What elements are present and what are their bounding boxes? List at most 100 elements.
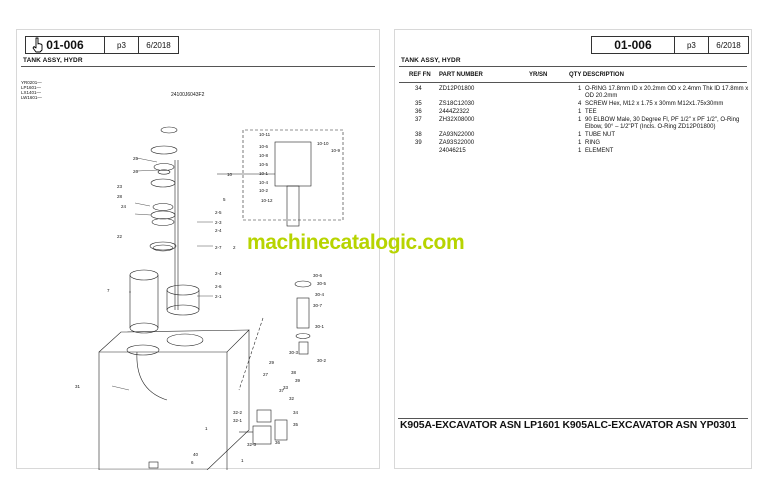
callout-24: 24 — [121, 204, 127, 209]
row-description: SCREW Hex, M12 x 1.75 x 30mm M12x1.75x30… — [585, 101, 724, 107]
callout-35: 35 — [293, 422, 299, 427]
callout-10-2: 10-2 — [259, 188, 269, 193]
left-catalog-page: 01-006 p3 6/2018 TANK ASSY, HYDR YR0201—… — [16, 29, 380, 470]
callout-32-2: 32-2 — [233, 410, 243, 415]
row-part-number: ZA93N22000 — [439, 132, 475, 138]
left-page-header: 01-006 p3 6/2018 — [25, 36, 179, 54]
callout-30-7: 30-7 — [313, 303, 323, 308]
callout-34: 34 — [293, 410, 299, 415]
callout-36: 36 — [275, 440, 281, 445]
parts-table-header: REF FN PART NUMBER YR/SN QTY DESCRIPTION — [395, 72, 753, 82]
col-qty-description: QTY DESCRIPTION — [569, 72, 624, 78]
row-description: TEE — [585, 109, 597, 115]
left-page-title: TANK ASSY, HYDR — [23, 57, 83, 64]
row-qty: 1 — [578, 86, 582, 92]
row-part-number: 24046215 — [439, 148, 466, 154]
callout-2-6: 2-6 — [215, 284, 222, 289]
row-ref: 35 — [415, 101, 422, 107]
callout-10-4: 10-4 — [259, 180, 269, 185]
callout-22: 22 — [117, 234, 123, 239]
callout-37: 37 — [279, 388, 285, 393]
callout-10-9: 10-9 — [331, 148, 341, 153]
callout-2-7: 2-7 — [215, 245, 222, 250]
callout-30-1: 30-1 — [315, 324, 325, 329]
right-page-title: TANK ASSY, HYDR — [401, 57, 461, 64]
callout-2-4a: 2-4 — [215, 228, 222, 233]
page-date: 6/2018 — [716, 40, 741, 50]
callout-10-11: 10-11 — [259, 132, 271, 137]
callout-10-5: 10-5 — [259, 162, 269, 167]
callout-30-4: 30-4 — [315, 292, 325, 297]
callout-39: 39 — [295, 378, 301, 383]
callout-32: 32 — [289, 396, 295, 401]
serial-lx1401: LX1401— — [21, 90, 42, 95]
hydraulic-tank-exploded-diagram: YR0201— LP1601— LX1401— LW1601— 24100J60… — [21, 80, 344, 470]
callout-30-3: 30-3 — [289, 350, 299, 355]
row-part-number: ZA93S22000 — [439, 140, 475, 146]
table-header-divider — [399, 82, 747, 83]
callout-10-1: 10-1 — [259, 171, 269, 176]
row-ref: 36 — [415, 109, 422, 115]
serial-yr0201: YR0201— — [21, 80, 42, 85]
row-ref: 39 — [415, 140, 422, 146]
row-description: TUBE NUT — [585, 132, 615, 138]
callout-10-12: 10-12 — [261, 198, 273, 203]
row-qty: 4 — [578, 101, 582, 107]
model-footer: K905A-EXCAVATOR ASN LP1601 K905ALC-EXCAV… — [400, 420, 737, 431]
row-qty: 1 — [578, 140, 582, 146]
row-ref: 38 — [415, 132, 422, 138]
row-part-number: ZS18C12030 — [439, 101, 475, 107]
row-qty: 1 — [578, 117, 582, 123]
row-qty: 1 — [578, 132, 582, 138]
callout-5: 5 — [223, 197, 226, 202]
row-part-number: 2444Z2322 — [439, 109, 470, 115]
callout-30-6: 30-6 — [313, 273, 323, 278]
callout-10-8: 10-8 — [259, 153, 269, 158]
callout-10: 10 — [227, 172, 233, 177]
row-ref: 34 — [415, 86, 422, 92]
line-art — [98, 126, 344, 470]
callout-40: 40 — [193, 452, 199, 457]
row-ref: 37 — [415, 117, 422, 123]
callout-10-6: 10-6 — [259, 144, 269, 149]
callout-2-4b: 2-4 — [215, 271, 222, 276]
callout-30-2: 30-2 — [317, 358, 327, 363]
callout-2: 2 — [233, 245, 236, 250]
col-yrsn: YR/SN — [529, 72, 548, 78]
callout-32-1: 32-1 — [233, 418, 243, 423]
callout-1: 1 — [205, 426, 208, 431]
callout-26: 26 — [133, 169, 139, 174]
row-qty: 1 — [578, 148, 582, 154]
footer-divider — [398, 418, 748, 419]
col-part-number: PART NUMBER — [439, 72, 483, 78]
callout-7: 7 — [107, 288, 110, 293]
row-part-number: ZD12P01800 — [439, 86, 475, 92]
page-date: 6/2018 — [146, 40, 171, 50]
callout-2-1: 2-1 — [215, 294, 222, 299]
serial-lp1601: LP1601— — [21, 85, 42, 90]
callout-38: 38 — [291, 370, 297, 375]
row-description: ELEMENT — [585, 148, 614, 154]
callout-33: 33 — [283, 385, 289, 390]
callout-6: 6 — [191, 460, 194, 465]
callout-30-5: 30-5 — [317, 281, 327, 286]
callout-31: 31 — [75, 384, 81, 389]
right-catalog-page: 01-006 p3 6/2018 TANK ASSY, HYDR REF FN … — [394, 29, 752, 469]
callout-1b: 1 — [241, 458, 244, 463]
section-number: 01-006 — [592, 37, 675, 53]
page-number: p3 — [675, 37, 710, 53]
callout-10-10: 10-10 — [317, 141, 329, 146]
section-number: 01-006 — [26, 37, 105, 53]
callout-28: 28 — [117, 194, 123, 199]
row-description: 90 ELBOW Male, 30 Degree Fl, PF 1/2" x P… — [585, 117, 740, 130]
title-divider — [21, 66, 375, 67]
leader-lines — [111, 157, 213, 391]
callout-23: 23 — [117, 184, 123, 189]
page-number: p3 — [105, 37, 140, 53]
callout-2-3: 2-3 — [215, 220, 222, 225]
row-description: O-RING 17.8mm ID x 20.2mm OD x 2.4mm Thk… — [585, 86, 749, 99]
row-description: RING — [585, 140, 600, 146]
callout-2-5: 2-5 — [215, 210, 222, 215]
hand-pointer-icon — [32, 37, 43, 53]
row-part-number: ZH32X08000 — [439, 117, 475, 123]
